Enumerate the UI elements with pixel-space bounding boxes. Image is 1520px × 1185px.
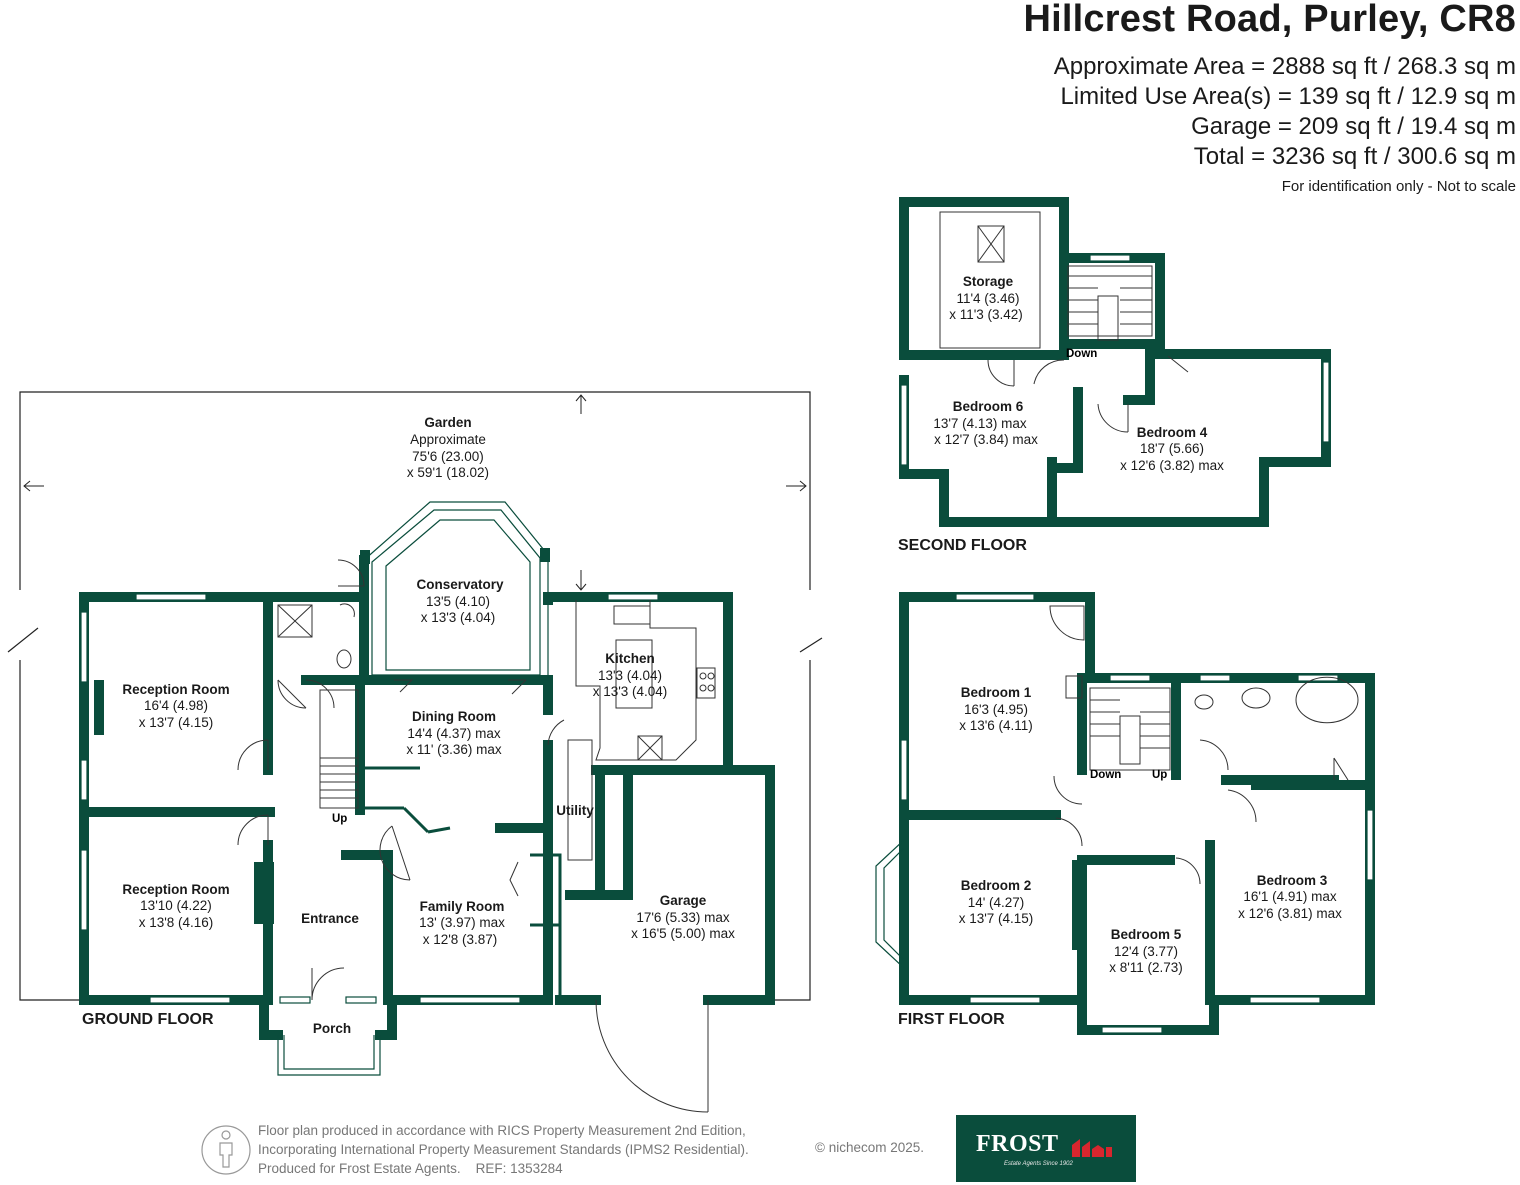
logo-tagline: Estate Agents Since 1902 xyxy=(1004,1161,1073,1167)
dining-room-dim-2: x 11' (3.36) max xyxy=(406,742,502,757)
first-stairs-up-label: Up xyxy=(1152,769,1167,781)
reception-room-1-dim-1: 16'4 (4.98) xyxy=(144,698,208,713)
first-floor-stairs xyxy=(1089,687,1171,771)
total-area: Total = 3236 sq ft / 300.6 sq m xyxy=(1193,143,1516,170)
bedroom-1-dim-1: 16'3 (4.95) xyxy=(964,702,1028,717)
limited-use-area: Limited Use Area(s) = 139 sq ft / 12.9 s… xyxy=(1060,83,1516,110)
approximate-area: Approximate Area = 2888 sq ft / 268.3 sq… xyxy=(1053,53,1516,80)
garage-dim-1: 17'6 (5.33) max xyxy=(636,910,730,925)
bedroom-1-dim-2: x 13'6 (4.11) xyxy=(959,718,1033,733)
garden-dim-3: x 59'1 (18.02) xyxy=(407,465,489,480)
bedroom-4-dim-1: 18'7 (5.66) xyxy=(1140,441,1204,456)
ground-floor-stairs xyxy=(319,689,359,809)
scale-disclaimer: For identification only - Not to scale xyxy=(1281,178,1516,195)
logo-houses-icon xyxy=(1072,1139,1112,1157)
garage-dim-2: x 16'5 (5.00) max xyxy=(631,926,735,941)
utility-label: Utility xyxy=(556,803,594,818)
first-floor-windows xyxy=(875,593,1374,1034)
bedroom-2-dim-1: 14' (4.27) xyxy=(968,895,1025,910)
family-room-dim-2: x 12'8 (3.87) xyxy=(423,932,498,947)
reception-room-2-dim-2: x 13'8 (4.16) xyxy=(139,915,214,930)
conservatory-corners xyxy=(360,548,550,564)
second-floor-label: SECOND FLOOR xyxy=(898,537,1027,554)
bedroom-5-label: Bedroom 5 xyxy=(1111,927,1182,942)
kitchen-dim-2: x 13'3 (4.04) xyxy=(593,684,668,699)
reception-room-1-label: Reception Room xyxy=(122,682,229,697)
garden-dim-2: 75'6 (23.00) xyxy=(412,449,484,464)
second-floor-stairs xyxy=(1067,265,1153,341)
first-floor-label: FIRST FLOOR xyxy=(898,1011,1005,1028)
second-floor-doors xyxy=(987,355,1189,433)
ground-floor-windows xyxy=(80,593,659,1076)
bedroom-5-dim-1: 12'4 (3.77) xyxy=(1114,944,1178,959)
bedroom-3-label: Bedroom 3 xyxy=(1257,873,1328,888)
bedroom-6-dim-2: x 12'7 (3.84) max xyxy=(934,432,1038,447)
garden-label: Garden xyxy=(424,415,471,430)
ground-floor-label: GROUND FLOOR xyxy=(82,1011,214,1028)
garden-boundary xyxy=(7,391,823,1001)
bedroom-3-dim-1: 16'1 (4.91) max xyxy=(1243,889,1337,904)
first-stairs-down-label: Down xyxy=(1090,769,1121,781)
storage-dim-1: 11'4 (3.46) xyxy=(956,291,1019,306)
conservatory-dim-1: 13'5 (4.10) xyxy=(426,594,490,609)
second-floor-windows xyxy=(900,254,1330,466)
reception-room-2-label: Reception Room xyxy=(122,882,229,897)
kitchen-dim-1: 13'3 (4.04) xyxy=(598,668,662,683)
family-room-label: Family Room xyxy=(420,899,505,914)
dining-room-label: Dining Room xyxy=(412,709,496,724)
logo-name: FROST xyxy=(976,1131,1059,1157)
second-floor-walls xyxy=(899,197,1331,527)
bedroom-2-dim-2: x 13'7 (4.15) xyxy=(959,911,1034,926)
garage-label: Garage xyxy=(660,893,707,908)
footer-line-3: Produced for Frost Estate Agents. REF: 1… xyxy=(258,1161,563,1176)
entrance-label: Entrance xyxy=(301,911,359,926)
wc-fittings xyxy=(277,603,355,669)
conservatory-dim-2: x 13'3 (4.04) xyxy=(421,610,496,625)
first-floor-doors xyxy=(1053,739,1349,885)
dining-room-dim-1: 14'4 (4.37) max xyxy=(407,726,501,741)
bedroom-2-label: Bedroom 2 xyxy=(961,878,1032,893)
kitchen-label: Kitchen xyxy=(605,651,655,666)
reception-room-2-dim-1: 13'10 (4.22) xyxy=(140,898,212,913)
conservatory-label: Conservatory xyxy=(416,577,504,592)
ground-floor-doors xyxy=(237,559,709,1113)
garage-area: Garage = 209 sq ft / 19.4 sq m xyxy=(1191,113,1516,140)
floor-labels: GROUND FLOOR FIRST FLOOR SECOND FLOOR xyxy=(82,537,1027,1028)
kitchen-fittings xyxy=(567,600,716,861)
ground-stairs-up-label: Up xyxy=(332,813,347,825)
footer-notes: Floor plan produced in accordance with R… xyxy=(258,1121,749,1178)
bedroom-6-label: Bedroom 6 xyxy=(953,399,1024,414)
bedroom-4-dim-2: x 12'6 (3.82) max xyxy=(1120,458,1224,473)
copyright: © nichecom 2025. xyxy=(815,1140,925,1155)
stair-labels: Up Down Down Up xyxy=(332,348,1167,825)
second-stairs-down-label: Down xyxy=(1066,348,1097,360)
bedroom-4-label: Bedroom 4 xyxy=(1137,425,1208,440)
ground-floor-walls xyxy=(79,555,775,1040)
ground-floor-thin-walls xyxy=(360,766,562,1000)
garden-dimension-arrows xyxy=(23,394,807,591)
family-room-dim-1: 13' (3.97) max xyxy=(419,915,505,930)
frost-logo: FROST Estate Agents Since 1902 xyxy=(956,1115,1136,1182)
first-floor-fittings xyxy=(1049,605,1359,950)
bedroom-5-dim-2: x 8'11 (2.73) xyxy=(1109,960,1183,975)
room-labels: Garden Approximate 75'6 (23.00) x 59'1 (… xyxy=(122,274,1342,1036)
header: Hillcrest Road, Purley, CR8 Approximate … xyxy=(1023,0,1516,198)
porch-label: Porch xyxy=(313,1021,351,1036)
bedroom-1-label: Bedroom 1 xyxy=(961,685,1032,700)
storage-dim-2: x 11'3 (3.42) xyxy=(949,307,1023,322)
storage-label: Storage xyxy=(963,274,1014,289)
person-icon xyxy=(201,1125,251,1175)
fireplaces xyxy=(94,680,274,924)
storage-skylight xyxy=(939,211,1041,349)
bedroom-6-dim-1: 13'7 (4.13) max xyxy=(933,416,1027,431)
footer-line-1: Floor plan produced in accordance with R… xyxy=(258,1123,746,1138)
bedroom-3-dim-2: x 12'6 (3.81) max xyxy=(1238,906,1342,921)
footer-line-2: Incorporating International Property Mea… xyxy=(258,1142,749,1157)
reception-room-1-dim-2: x 13'7 (4.15) xyxy=(139,715,214,730)
property-title: Hillcrest Road, Purley, CR8 xyxy=(1023,0,1516,40)
garden-dim-1: Approximate xyxy=(410,432,486,447)
